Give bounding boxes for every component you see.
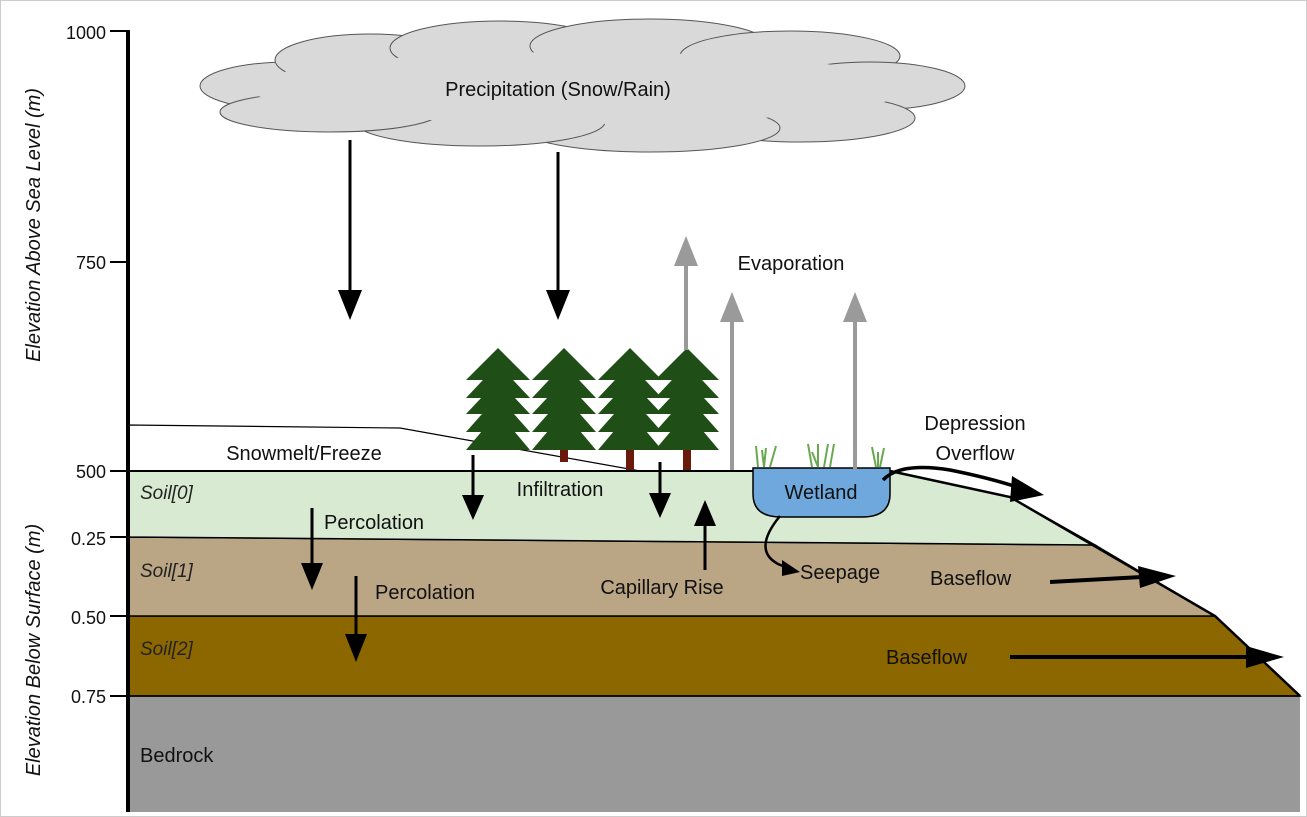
bedrock-layer (128, 696, 1300, 812)
depression-overflow-arrowhead (1010, 476, 1044, 502)
infiltration-arrows (462, 455, 671, 520)
capillary-rise-label: Capillary Rise (600, 577, 723, 599)
y-tick-0.50: 0.50 (71, 608, 106, 628)
soil0-label: Soil[0] (140, 483, 194, 504)
bedrock-label: Bedrock (140, 745, 214, 767)
tree (598, 348, 662, 470)
y-tick-0.25: 0.25 (71, 529, 106, 549)
wetland-pond (752, 467, 891, 518)
grass-tufts (755, 443, 885, 468)
baseflow-label-2: Baseflow (886, 647, 968, 669)
percolation-label-1: Percolation (324, 512, 424, 534)
depression-overflow-arrow (881, 465, 1021, 490)
overflow-label: Overflow (936, 443, 1015, 465)
upper-axis-title: Elevation Above Sea Level (m) (23, 88, 45, 362)
tree (532, 348, 596, 462)
seepage-arrow (764, 515, 789, 570)
y-tick-0.75: 0.75 (71, 687, 106, 707)
seepage-label: Seepage (800, 562, 880, 584)
evaporation-arrows (674, 236, 867, 470)
y-tick-500: 500 (76, 462, 106, 482)
precipitation-arrows (338, 140, 570, 320)
wetland-label: Wetland (784, 482, 857, 504)
seepage-arrowhead (782, 560, 800, 576)
percolation-arrows (301, 508, 367, 662)
percolation-label-2: Percolation (375, 582, 475, 604)
evaporation-label: Evaporation (738, 253, 845, 275)
tree-group (466, 348, 719, 470)
capillary-rise-arrow (694, 500, 716, 570)
snowmelt-label: Snowmelt/Freeze (226, 443, 382, 465)
y-tick-1000: 1000 (66, 23, 106, 43)
infiltration-label: Infiltration (517, 479, 604, 501)
soil1-label: Soil[1] (140, 561, 194, 582)
baseflow-label-1: Baseflow (930, 568, 1012, 590)
tree (655, 348, 719, 470)
soil0-layer (127, 470, 1098, 546)
baseflow-arrows (1010, 566, 1284, 668)
depression-label: Depression (924, 413, 1025, 435)
y-tick-750: 750 (76, 253, 106, 273)
y-axis-ticks (110, 30, 128, 697)
soil2-label: Soil[2] (140, 639, 194, 660)
precipitation-label: Precipitation (Snow/Rain) (445, 79, 671, 101)
lower-axis-title: Elevation Below Surface (m) (23, 524, 45, 776)
cloud (199, 18, 966, 153)
